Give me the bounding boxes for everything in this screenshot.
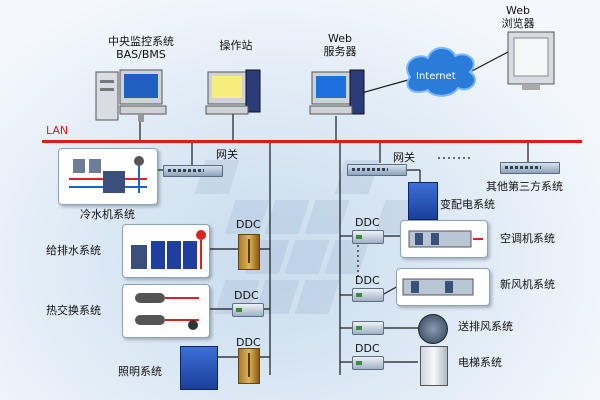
exhaust-fan-icon <box>418 314 448 344</box>
third-party-label: 其他第三方系统 <box>486 180 563 193</box>
operator-station-label: 操作站 <box>219 39 253 52</box>
ddc-heat-label: DDC <box>234 289 259 302</box>
ddc-exhaust-controller-icon <box>352 321 384 335</box>
lan-label: LAN <box>46 124 69 137</box>
chiller-panel <box>58 148 158 205</box>
elevator-icon <box>420 346 448 386</box>
chiller-label: 冷水机系统 <box>80 208 135 221</box>
ddc-lighting-label: DDC <box>236 336 261 349</box>
ddc-elevator-label: DDC <box>355 342 380 355</box>
ddc-water-label: DDC <box>236 218 261 231</box>
ddc-fresh-air-label: DDC <box>355 274 380 287</box>
web-browser-monitor-icon <box>507 31 555 90</box>
internet-cloud-icon <box>406 47 476 97</box>
ac-panel <box>400 220 488 258</box>
ddc-heat-controller-icon <box>232 303 264 317</box>
internet-label: Internet <box>416 71 456 82</box>
central-monitor-computer-icon <box>95 69 167 122</box>
lighting-label: 照明系统 <box>118 365 162 378</box>
ddc-fresh-air-controller-icon <box>352 288 384 302</box>
heat-exchange-label: 热交换系统 <box>46 304 101 317</box>
chiller-icon <box>69 156 147 193</box>
substation-label: 变配电系统 <box>440 198 495 211</box>
web-server-computer-icon <box>309 69 365 115</box>
bas-subtitle: BAS/BMS <box>116 48 166 61</box>
web-server-label-1: Web <box>328 32 352 45</box>
gateway-left-device <box>163 165 223 177</box>
web-browser-label-1: Web <box>506 4 530 17</box>
fresh-air-label: 新风机系统 <box>500 278 555 291</box>
heat-exchange-panel <box>122 284 210 338</box>
ddc-ac-controller-icon <box>352 230 384 244</box>
air-handler-icon <box>408 230 483 248</box>
ddc-ac-label: DDC <box>355 216 380 229</box>
gateway-left-label: 网关 <box>216 148 238 161</box>
ac-label: 空调机系统 <box>500 232 555 245</box>
substation-cabinet-icon <box>408 182 438 220</box>
web-server-label-2: 服务器 <box>323 45 357 58</box>
fresh-air-panel <box>396 268 490 306</box>
water-panel <box>122 224 210 278</box>
ddc-elevator-controller-icon <box>352 356 384 370</box>
gateway-third-party-device <box>500 162 560 174</box>
bas-title: 中央监控系统 <box>108 35 174 48</box>
exhaust-label: 送排风系统 <box>458 320 513 333</box>
lan-bus-line <box>42 140 582 143</box>
ddc-lighting-cabinet-icon <box>238 348 260 384</box>
gateway-right-device <box>347 164 407 176</box>
elevator-label: 电梯系统 <box>458 356 502 369</box>
web-browser-label-2: 浏览器 <box>501 17 535 30</box>
water-label: 给排水系统 <box>46 244 101 257</box>
gateway-right-label: 网关 <box>393 151 415 164</box>
operator-station-computer-icon <box>205 69 261 115</box>
ddc-water-cabinet-icon <box>238 234 260 270</box>
heat-exchanger-icon <box>135 293 199 330</box>
water-pump-icon <box>131 230 206 269</box>
fresh-air-unit-icon <box>402 278 474 296</box>
lighting-cabinet-icon <box>180 346 218 390</box>
